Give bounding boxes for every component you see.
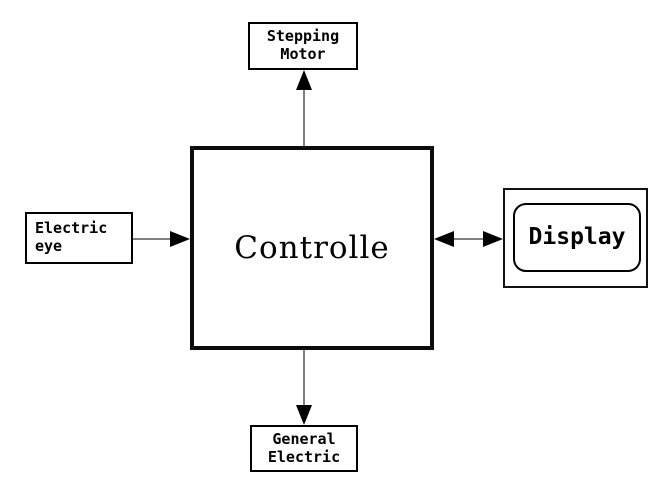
connector-controller-to-general-electric (296, 350, 312, 425)
connector-controller-to-stepping-motor (296, 70, 312, 146)
connector-controller-to-display (434, 231, 503, 247)
node-electric-eye[interactable]: Electric eye (25, 212, 133, 264)
node-display[interactable]: Display (513, 203, 641, 272)
node-controller[interactable]: Controlle (190, 146, 434, 350)
node-stepping-motor[interactable]: Stepping Motor (248, 22, 358, 70)
connector-electric-eye-to-controller (133, 231, 190, 247)
node-general-electric[interactable]: General Electric (250, 425, 358, 472)
